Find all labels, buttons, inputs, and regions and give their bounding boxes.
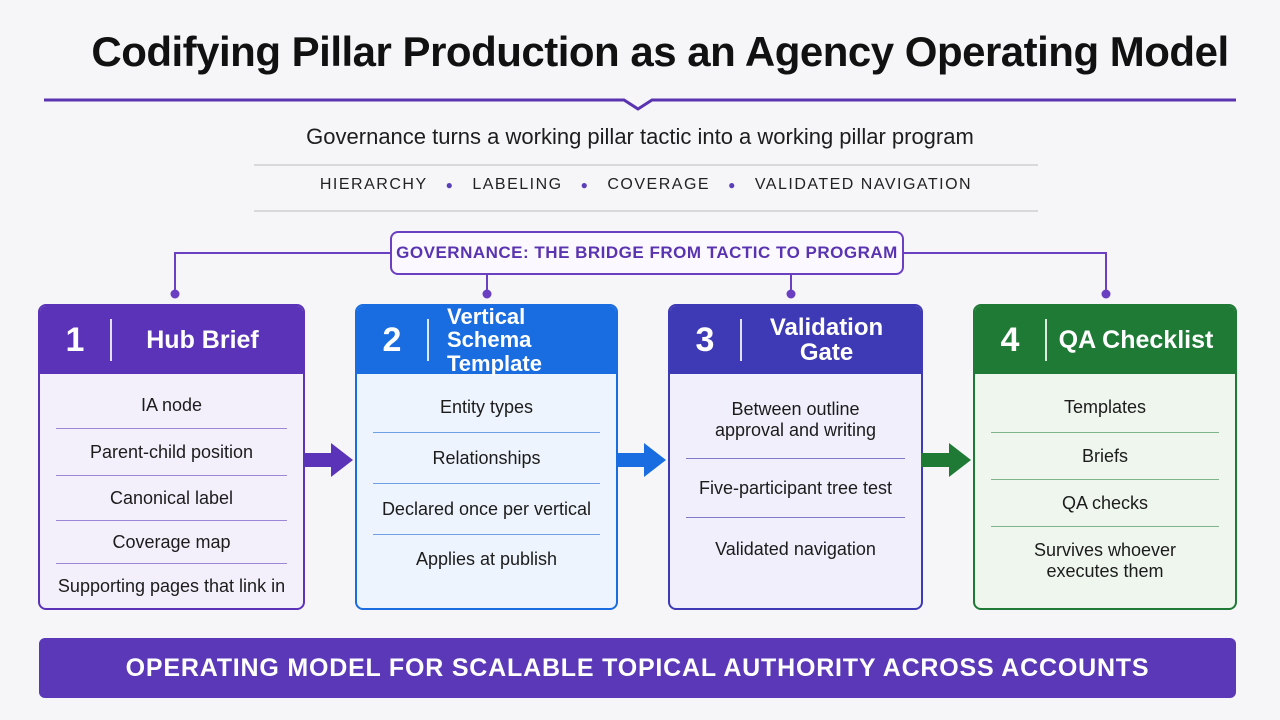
card-header: 1 Hub Brief [40, 306, 303, 374]
card-vertical-schema-template: 2 Vertical Schema Template Entity types … [355, 304, 618, 610]
card-number: 1 [65, 320, 85, 359]
list-item: Briefs [991, 433, 1219, 480]
card-title: Vertical Schema Template [447, 304, 542, 376]
list-item: Five-participant tree test [686, 459, 905, 518]
arrow-right-icon [616, 443, 666, 477]
governance-label: GOVERNANCE: THE BRIDGE FROM TACTIC TO PR… [390, 231, 904, 275]
footer-banner: OPERATING MODEL FOR SCALABLE TOPICAL AUT… [39, 638, 1236, 698]
list-item: Templates [991, 382, 1219, 433]
list-item: Relationships [373, 433, 600, 484]
keyword-coverage: COVERAGE [607, 176, 711, 193]
list-item: Survives whoever executes them [1033, 540, 1177, 581]
list-item: Applies at publish [415, 548, 558, 569]
dot-icon: ● [580, 178, 590, 192]
list-item: Declared once per vertical [373, 484, 600, 535]
card-hub-brief: 1 Hub Brief IA node Parent-child positio… [38, 304, 305, 610]
card-divider [110, 319, 112, 361]
list-item: IA node [56, 382, 287, 429]
dot-icon: ● [728, 178, 737, 192]
card-header: 3 Validation Gate [670, 306, 921, 374]
list-item: Canonical label [56, 476, 287, 521]
keyword-hierarchy: HIERARCHY [319, 176, 428, 193]
keyword-list: HIERARCHY ● LABELING ● COVERAGE ● VALIDA… [254, 176, 1038, 194]
list-item: Validated navigation [715, 538, 876, 559]
keyword-validated-navigation: VALIDATED NAVIGATION [754, 176, 973, 193]
card-divider [740, 319, 742, 361]
keyword-labeling: LABELING [472, 176, 563, 193]
list-item: Coverage map [56, 521, 287, 564]
arrow-right-icon [921, 443, 971, 477]
list-item: Entity types [373, 382, 600, 433]
card-header: 2 Vertical Schema Template [357, 304, 616, 376]
card-number: 3 [695, 320, 715, 359]
card-title: Hub Brief [146, 325, 259, 354]
card-header: 4 QA Checklist [975, 306, 1235, 374]
list-item: Parent-child position [56, 429, 287, 476]
arrow-right-icon [303, 443, 353, 477]
subtitle: Governance turns a working pillar tactic… [306, 124, 974, 149]
card-number: 2 [382, 320, 402, 359]
page-title: Codifying Pillar Production as an Agency… [91, 28, 1229, 75]
card-validation-gate: 3 Validation Gate Between outline approv… [668, 304, 923, 610]
list-item: QA checks [991, 480, 1219, 527]
card-title: Validation Gate [769, 313, 884, 366]
card-qa-checklist: 4 QA Checklist Templates Briefs QA check… [973, 304, 1237, 610]
list-item: Supporting pages that link in [57, 575, 286, 596]
card-divider [427, 319, 429, 361]
card-number: 4 [1000, 320, 1020, 359]
dot-icon: ● [445, 178, 455, 192]
card-divider [1045, 319, 1047, 361]
list-item: Between outline approval and writing [686, 382, 905, 459]
card-title: QA Checklist [1058, 325, 1214, 354]
